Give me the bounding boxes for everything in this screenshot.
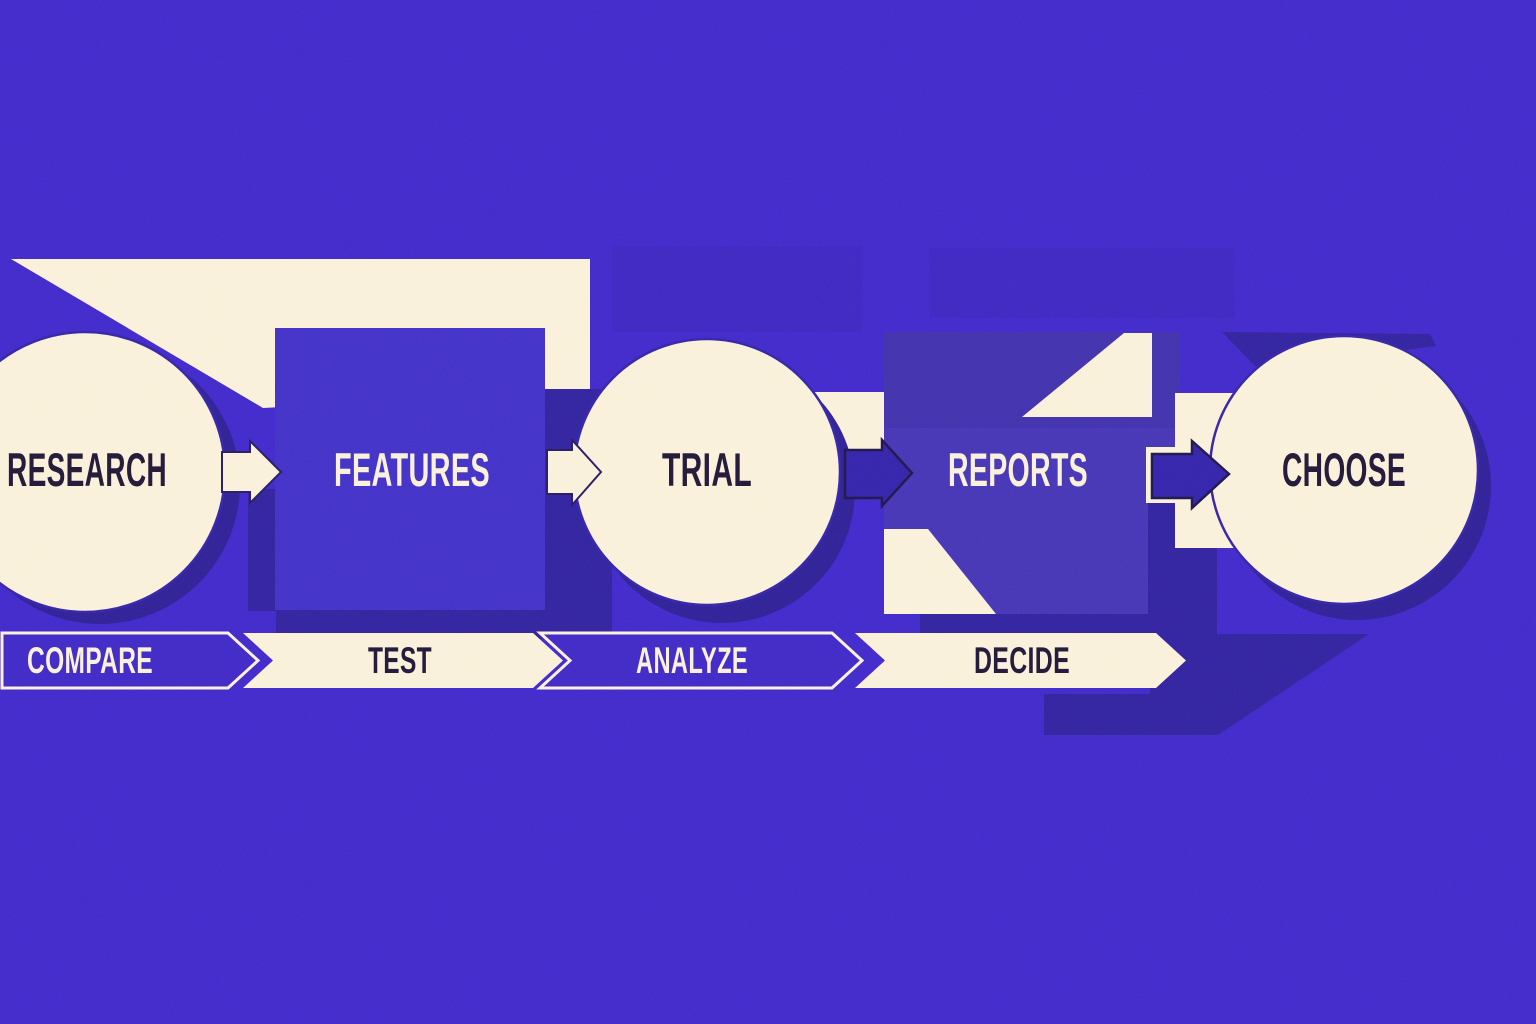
process-diagram: RESEARCH FEATURES TRIAL REPORTS CHOOSE C… (0, 0, 1536, 1024)
grain-overlay (0, 0, 1536, 1024)
